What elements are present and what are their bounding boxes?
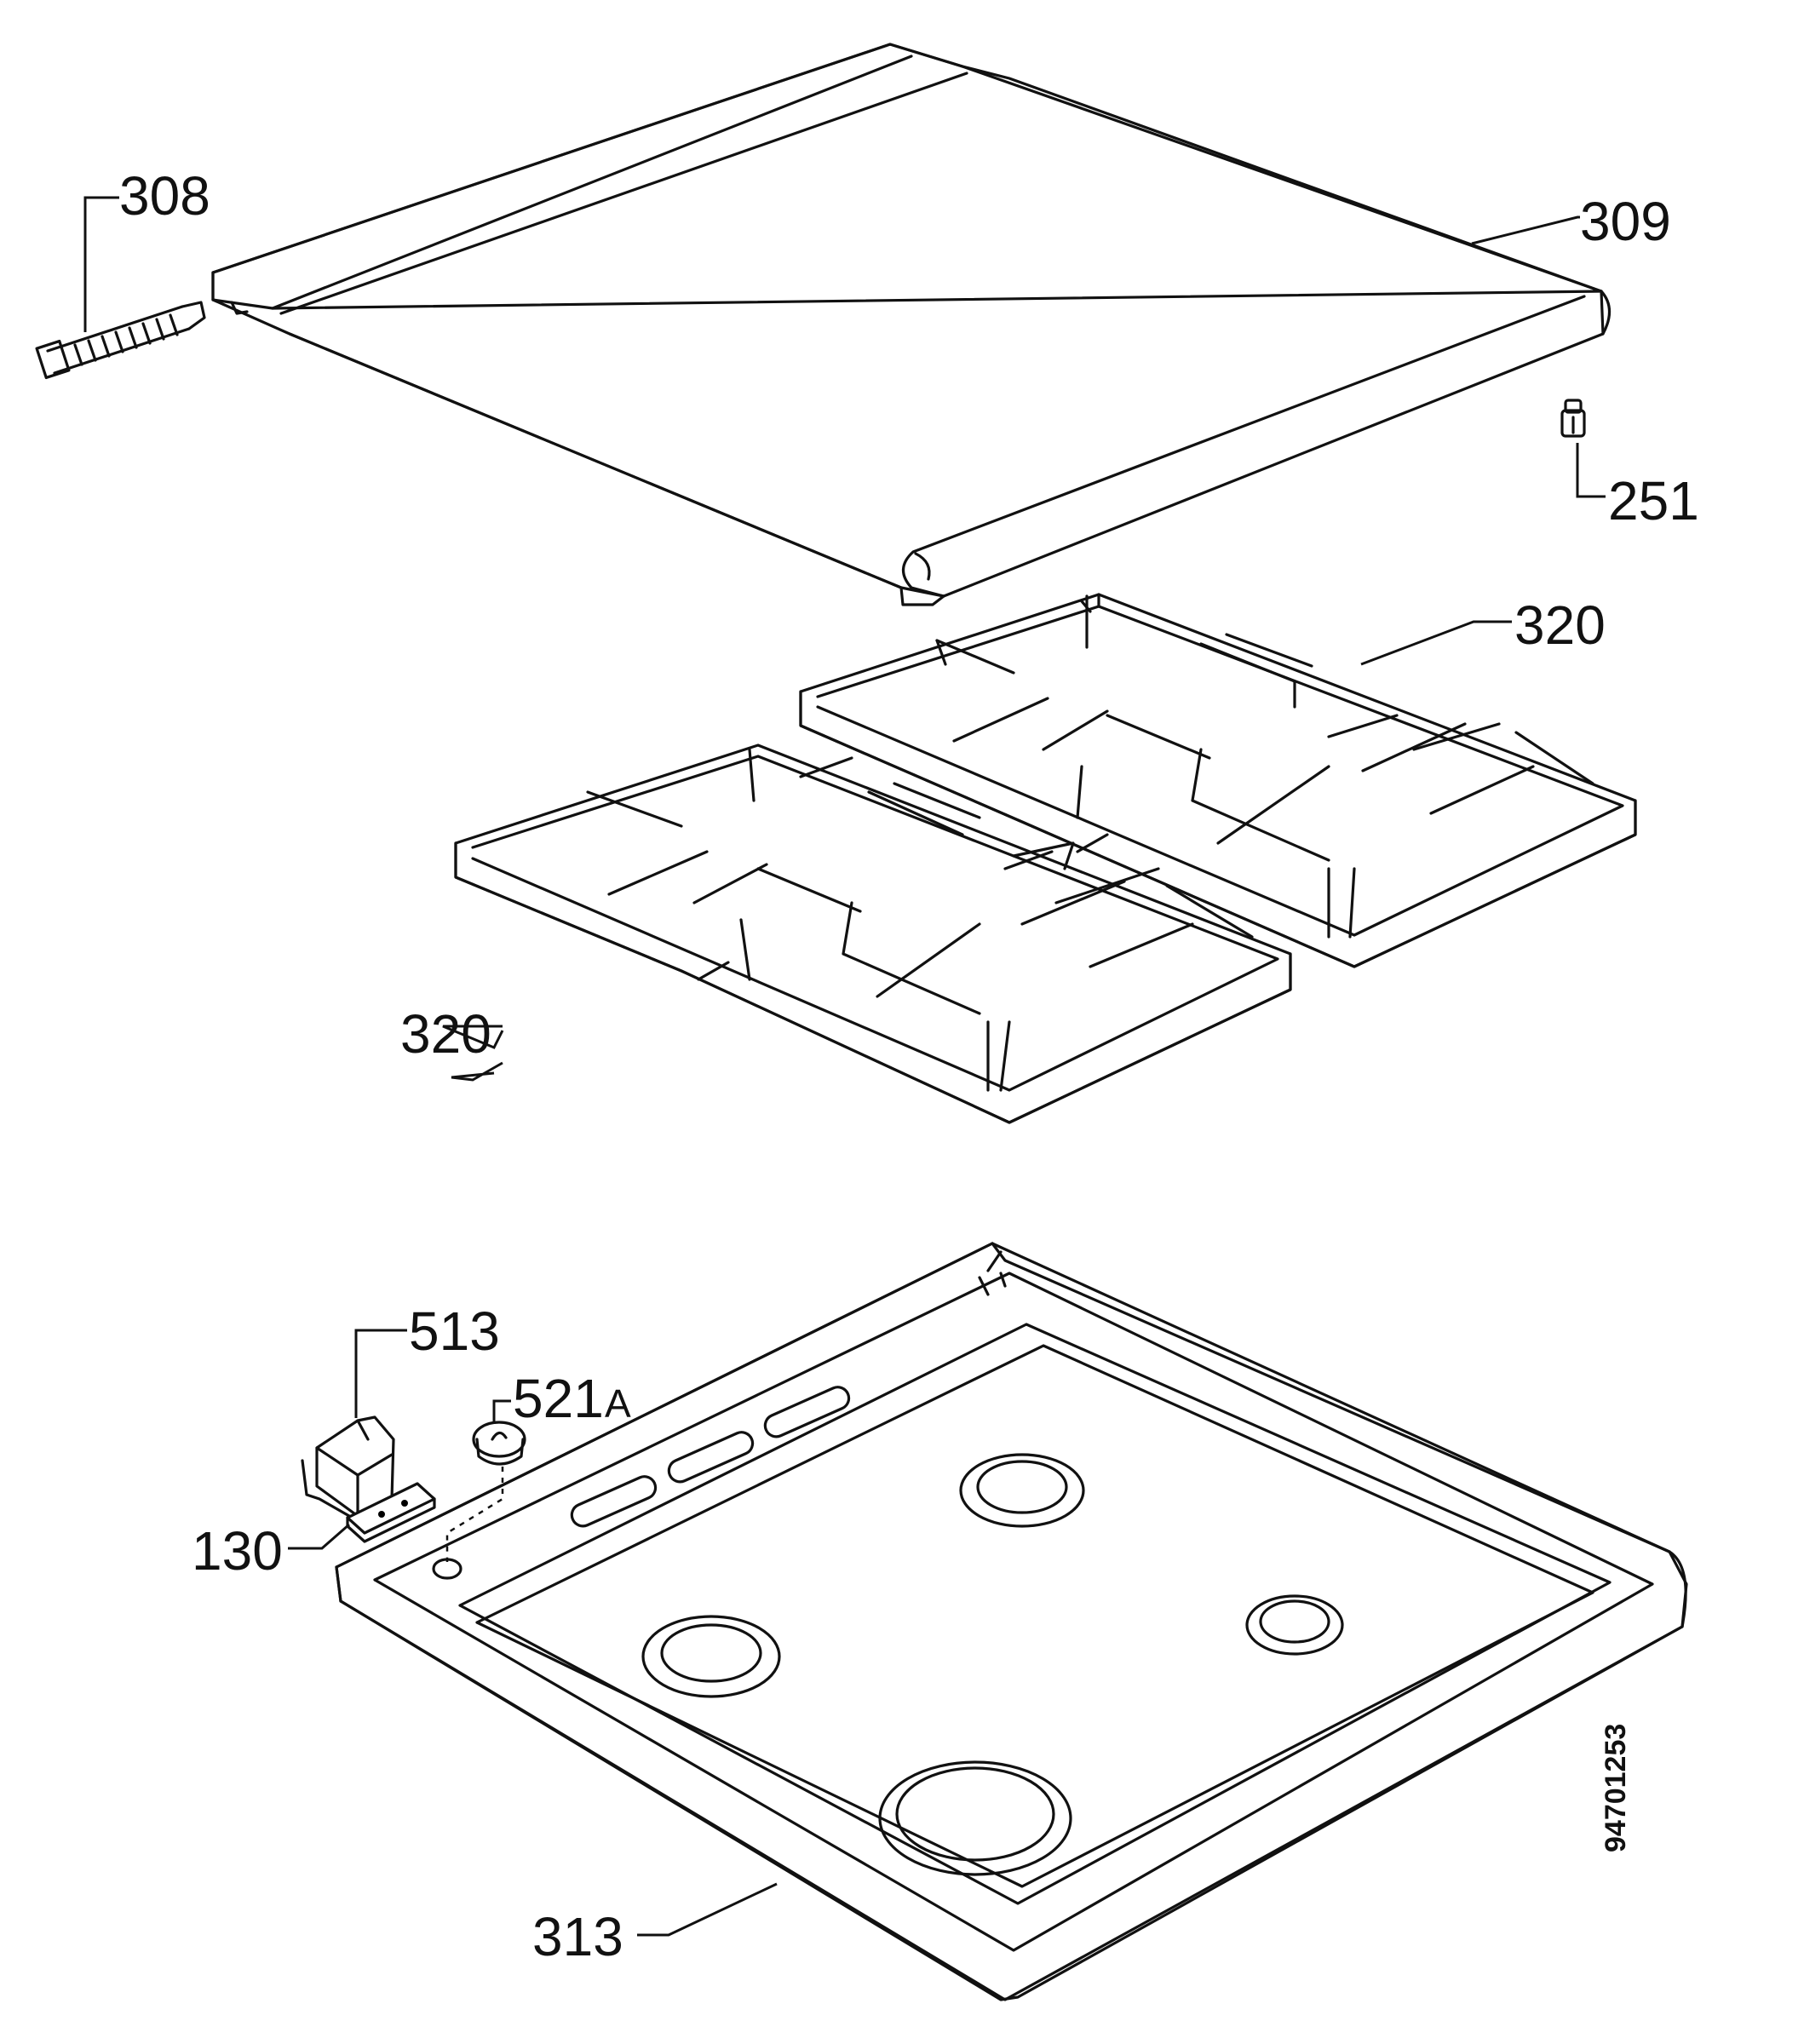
callout-521-suffix: A bbox=[605, 1381, 631, 1426]
plate-130 bbox=[346, 1482, 436, 1543]
callout-309: 309 bbox=[1580, 191, 1671, 252]
button-521a bbox=[472, 1421, 526, 1466]
grate-320-upper bbox=[799, 593, 1637, 968]
callout-251: 251 bbox=[1608, 470, 1699, 531]
callout-313: 313 bbox=[532, 1906, 623, 1967]
hob-plate-313 bbox=[335, 1242, 1688, 2001]
callout-320-lower: 320 bbox=[400, 1003, 491, 1065]
screw-308 bbox=[35, 301, 206, 380]
bracket-513 bbox=[301, 1415, 395, 1518]
grate-320-lower bbox=[454, 744, 1292, 1124]
callout-513: 513 bbox=[409, 1300, 500, 1362]
mount-dashline bbox=[445, 1467, 504, 1562]
lid-309 bbox=[211, 43, 1612, 606]
callout-308: 308 bbox=[119, 165, 210, 227]
nut-251 bbox=[1560, 399, 1586, 438]
callout-320-upper: 320 bbox=[1514, 594, 1606, 656]
leader-lines bbox=[83, 196, 1606, 1937]
callout-521: 521 bbox=[513, 1368, 604, 1429]
callout-130: 130 bbox=[192, 1520, 283, 1582]
drawing-number: 94701253 bbox=[1600, 1724, 1632, 1852]
